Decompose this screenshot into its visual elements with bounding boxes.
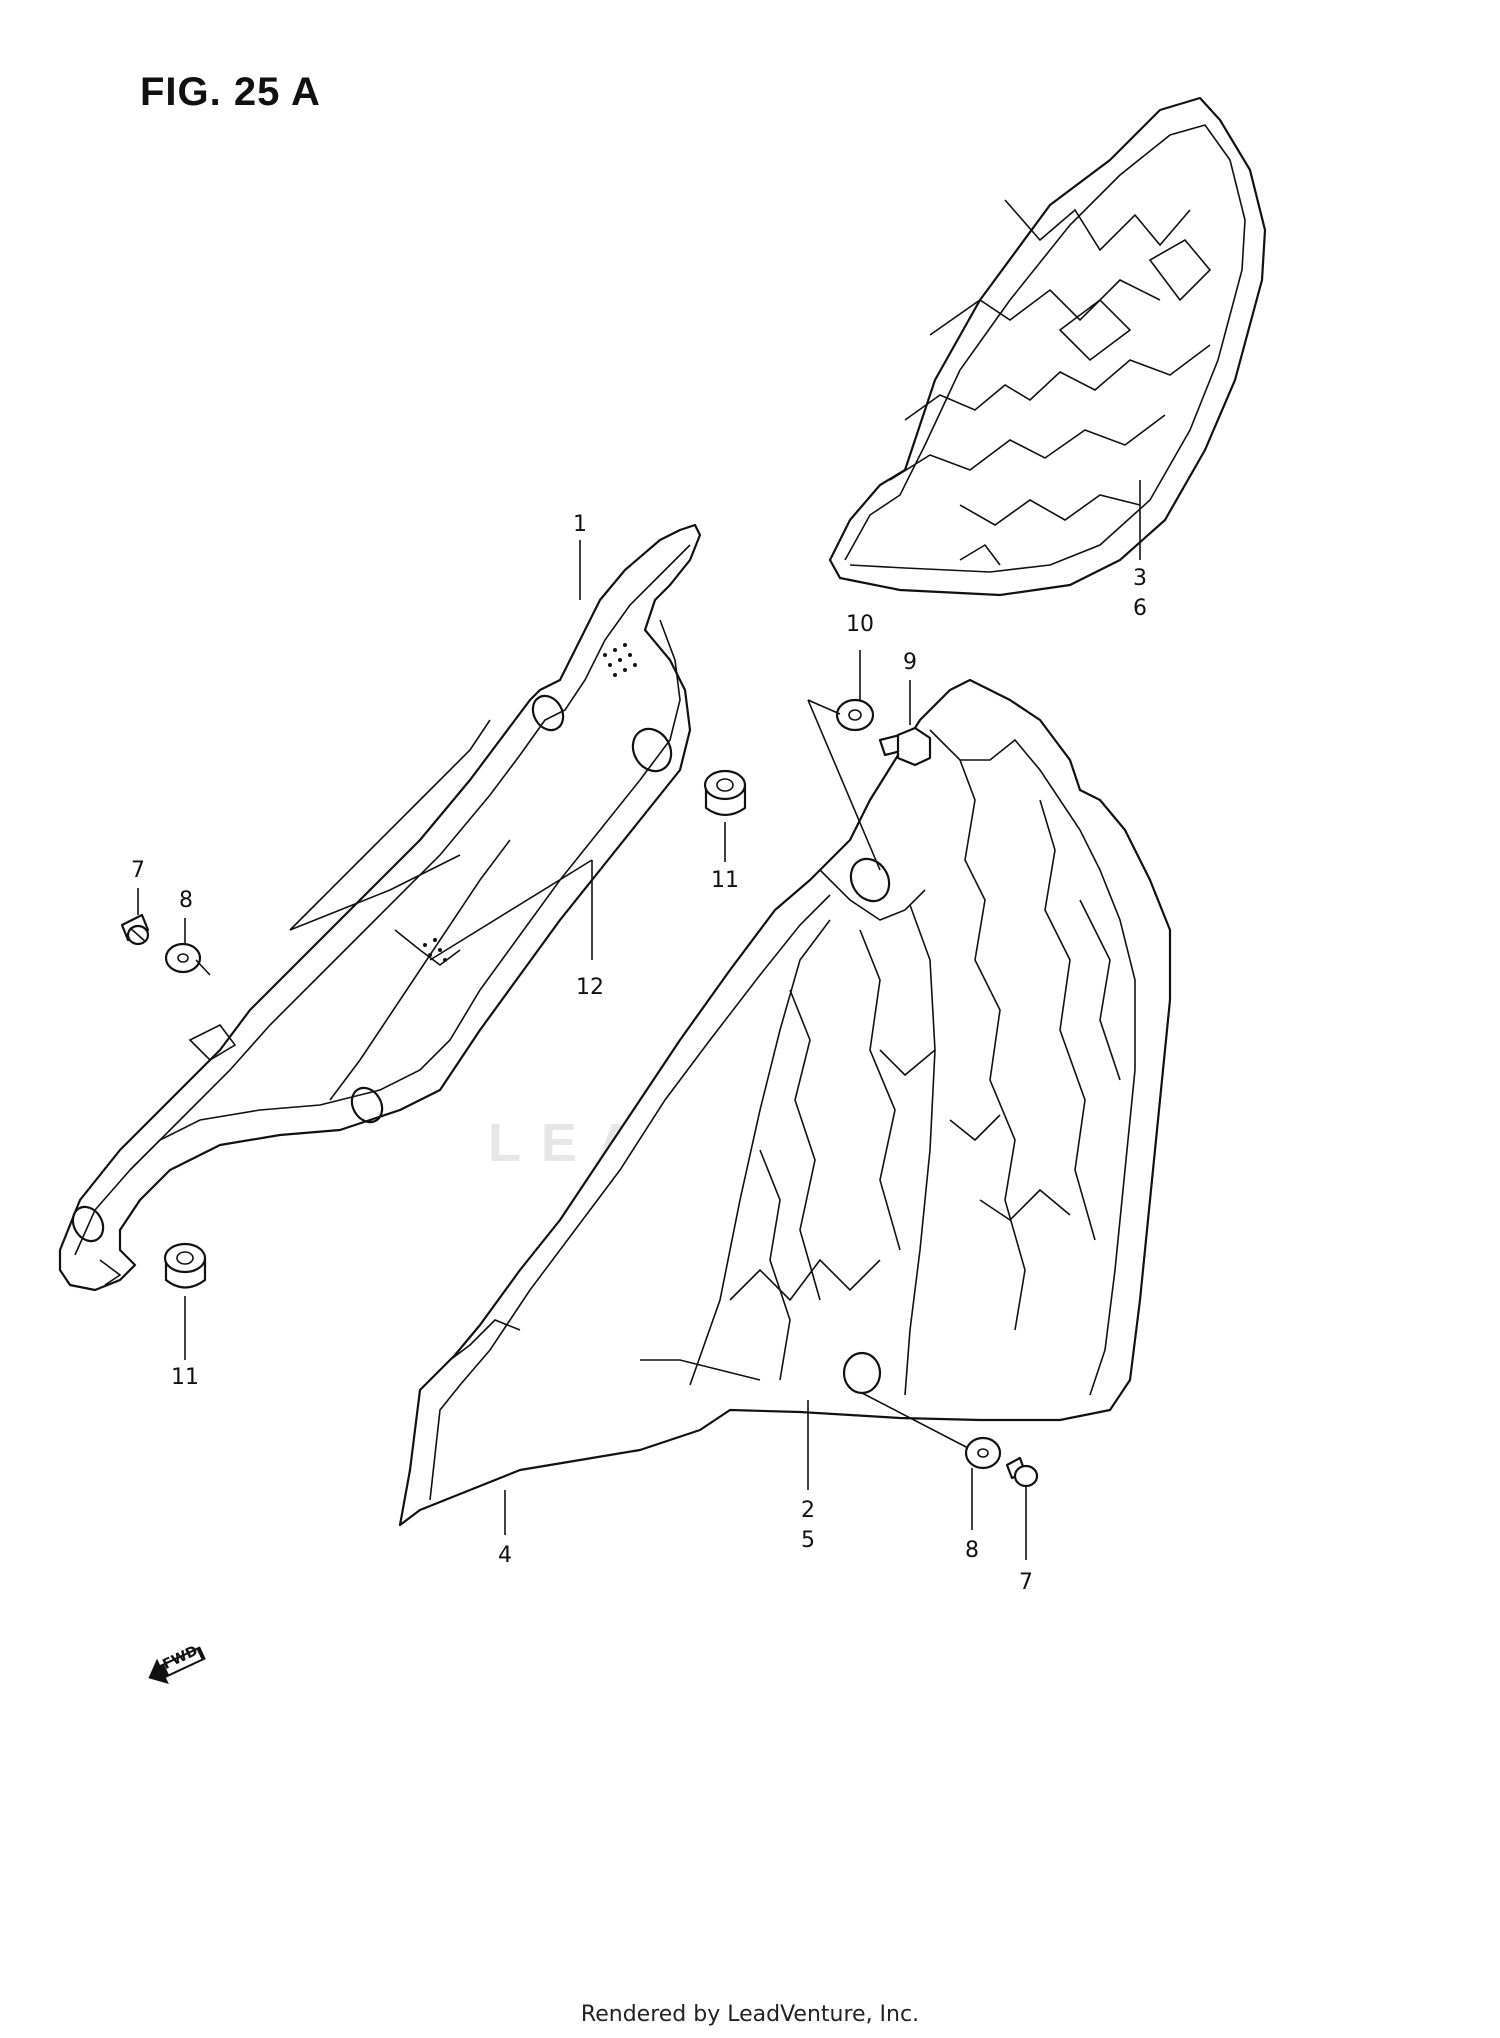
callout-3: 3 xyxy=(1133,566,1147,591)
part-3-top-cover xyxy=(828,96,1267,597)
callout-11-left: 11 xyxy=(171,1365,199,1390)
callout-8-right: 8 xyxy=(965,1538,979,1563)
callout-12: 12 xyxy=(576,975,604,1000)
part-2-side-cover xyxy=(398,678,1172,1527)
callout-7-right: 7 xyxy=(1019,1570,1033,1595)
bolt-7-left-icon xyxy=(120,913,150,946)
fig-title: FIG. 25 A xyxy=(140,70,321,114)
bolt-9-icon xyxy=(878,726,932,767)
callout-5: 5 xyxy=(801,1528,815,1553)
washer-8-left-icon xyxy=(164,942,202,974)
callout-10: 10 xyxy=(846,612,874,637)
washer-10-icon xyxy=(835,698,875,732)
callout-2: 2 xyxy=(801,1498,815,1523)
callout-11-upper: 11 xyxy=(711,868,739,893)
grommet-11-left-icon xyxy=(163,1242,207,1289)
washer-8-right-icon xyxy=(964,1436,1002,1470)
bolt-7-right-icon xyxy=(1005,1456,1039,1488)
callout-1: 1 xyxy=(573,512,587,537)
fwd-arrow-icon xyxy=(148,1646,206,1685)
callout-6: 6 xyxy=(1133,596,1147,621)
leader-lines xyxy=(137,480,1141,1560)
footer-credit: Rendered by LeadVenture, Inc. xyxy=(580,2002,920,2027)
hardware xyxy=(120,698,1039,1488)
callout-7-left: 7 xyxy=(131,858,145,883)
callout-8-left: 8 xyxy=(179,888,193,913)
callout-4: 4 xyxy=(498,1543,512,1568)
part-1-frame-cover xyxy=(58,523,702,1292)
callout-9: 9 xyxy=(903,650,917,675)
grommet-11-upper-icon xyxy=(703,769,747,817)
